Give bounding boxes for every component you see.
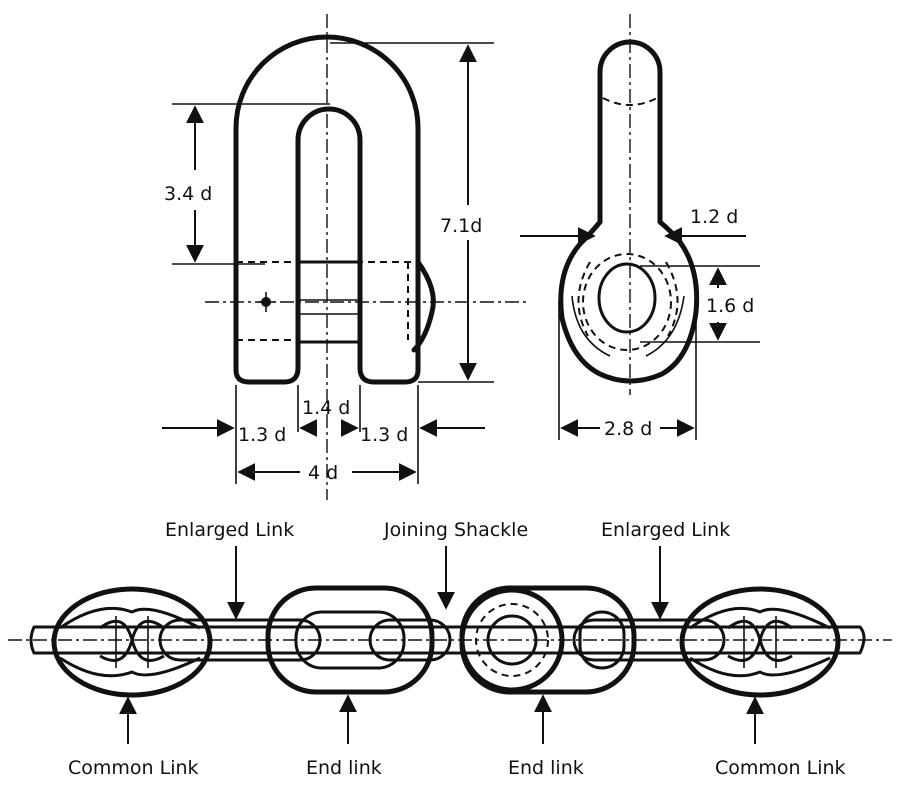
dim-thickness: 1.2 d (690, 206, 738, 228)
enlarged-link-right (572, 618, 726, 662)
dim-leg-right: 1.3 d (360, 424, 408, 446)
dim-outer-height: 7.1d (440, 215, 482, 237)
dim-inner-height: 3.4 d (164, 183, 212, 205)
dim-eye: 1.6 d (706, 295, 754, 317)
label-enlarged-link-right: Enlarged Link (601, 519, 730, 541)
label-joining-shackle: Joining Shackle (383, 519, 528, 541)
shackle-inner-slot (296, 107, 362, 340)
common-link-right (679, 586, 841, 698)
chain-assembly: Enlarged Link Joining Shackle Enlarged L… (8, 519, 892, 779)
side-eye (597, 262, 657, 334)
dim-width: 4 d (308, 462, 338, 484)
label-common-link-right: Common Link (715, 757, 846, 779)
end-link-left-inner (294, 610, 406, 670)
common-link-left (51, 586, 213, 698)
label-common-link-left: Common Link (68, 757, 199, 779)
dim-leg-left: 1.3 d (238, 424, 286, 446)
joining-shackle (459, 587, 565, 693)
dim-side-width: 2.8 d (604, 418, 652, 440)
dim-gap: 1.4 d (302, 397, 350, 419)
shackle-front-view: 3.4 d 7.1d 1.3 d 1.4 d 1.3 d 4 d (162, 14, 530, 500)
shackle-pin-head (411, 259, 436, 353)
label-end-link-left: End link (306, 757, 382, 779)
side-outer-outline (558, 39, 700, 384)
shackle-side-view: 1.2 d 1.6 d 2.8 d (520, 14, 760, 440)
enlarged-link-left (158, 618, 322, 662)
label-end-link-right: End link (508, 757, 584, 779)
end-link-left (265, 585, 435, 695)
shackle-outer-outline (233, 34, 421, 385)
label-enlarged-link-left: Enlarged Link (165, 519, 294, 541)
